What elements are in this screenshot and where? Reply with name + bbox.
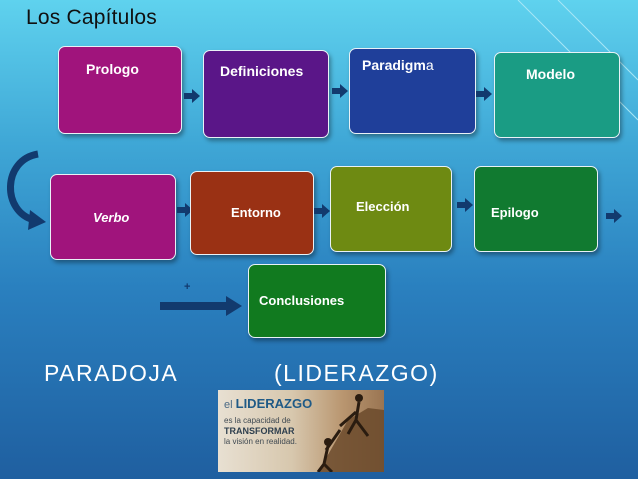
box-paradigma: Paradigma [349, 48, 476, 134]
box-label: Prologo [86, 61, 139, 77]
box-verbo: Verbo [50, 174, 176, 260]
arrow-right-icon [177, 203, 193, 217]
arrow-right-icon [606, 209, 622, 223]
image-caption-title: el LIDERAZGO [224, 396, 313, 411]
heading-paradoja: PARADOJA [44, 360, 179, 386]
box-label: Definiciones [220, 63, 304, 79]
box-label: Modelo [526, 66, 575, 82]
liderazgo-image: el LIDERAZGO es la capacidad de TRANSFOR… [218, 390, 384, 472]
curved-arrow-icon [7, 150, 46, 230]
arrow-right-icon [457, 198, 473, 212]
box-conclusiones: Conclusiones [248, 264, 386, 338]
arrow-right-icon [184, 89, 200, 103]
box-label: Paradigma [362, 57, 434, 73]
heading-liderazgo: (LIDERAZGO) [274, 360, 439, 386]
box-epilogo: Epilogo [474, 166, 598, 252]
arrow-right-icon [314, 204, 330, 218]
image-caption-text: es la capacidad de TRANSFORMAR la visión… [224, 416, 297, 446]
box-entorno: Entorno [190, 171, 314, 255]
box-label: Verbo [93, 210, 130, 225]
box-label: Entorno [231, 205, 281, 220]
box-prologo: Prologo [58, 46, 182, 134]
long-arrow-right-icon [160, 296, 242, 316]
box-label: Epilogo [491, 205, 539, 220]
box-modelo: Modelo [494, 52, 620, 138]
box-label: Elección [356, 199, 410, 214]
box-label: Conclusiones [259, 293, 345, 308]
box-eleccion: Elección [330, 166, 452, 252]
climbers-silhouette-icon [316, 394, 384, 472]
box-definiciones: Definiciones [203, 50, 329, 138]
arrow-right-icon [332, 84, 348, 98]
slide-title: Los Capítulos [26, 6, 158, 29]
plus-icon: + [184, 281, 191, 293]
arrow-right-icon [476, 87, 492, 101]
